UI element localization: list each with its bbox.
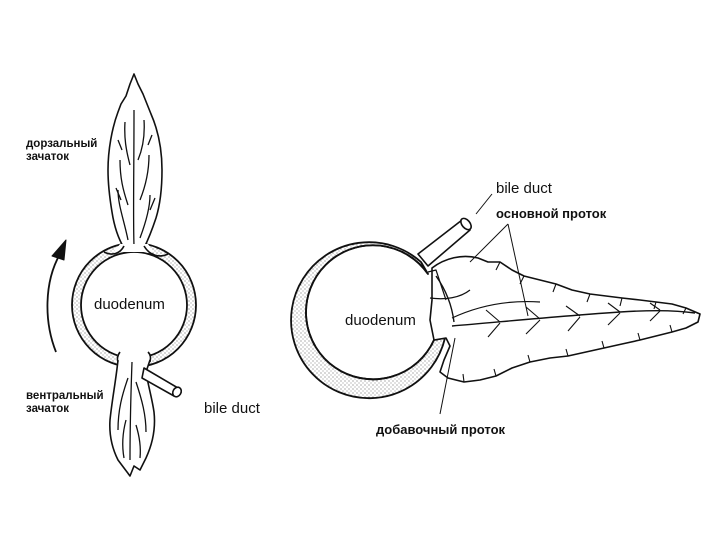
rotation-arrow xyxy=(47,254,60,352)
dorsal-bud-label-line1: дорзальный xyxy=(26,138,97,151)
dorsal-bud-label: дорзальный зачаток xyxy=(26,138,97,164)
main-duct-label: основной проток xyxy=(496,206,606,221)
accessory-duct-label: добавочный проток xyxy=(376,422,505,437)
ventral-bud-label-line2: зачаток xyxy=(26,403,104,416)
dorsal-bud xyxy=(108,74,162,248)
left-bile-duct-label: bile duct xyxy=(204,400,260,417)
pancreas-body xyxy=(430,256,700,382)
right-diagram xyxy=(291,194,700,414)
ventral-bud-label-line1: вентральный xyxy=(26,390,104,403)
dorsal-bud-label-line2: зачаток xyxy=(26,151,97,164)
left-duodenum-label: duodenum xyxy=(94,296,165,313)
right-bile-duct-label: bile duct xyxy=(496,180,552,197)
ventral-bud-label: вентральный зачаток xyxy=(26,390,104,416)
right-duodenum-label: duodenum xyxy=(345,312,416,329)
